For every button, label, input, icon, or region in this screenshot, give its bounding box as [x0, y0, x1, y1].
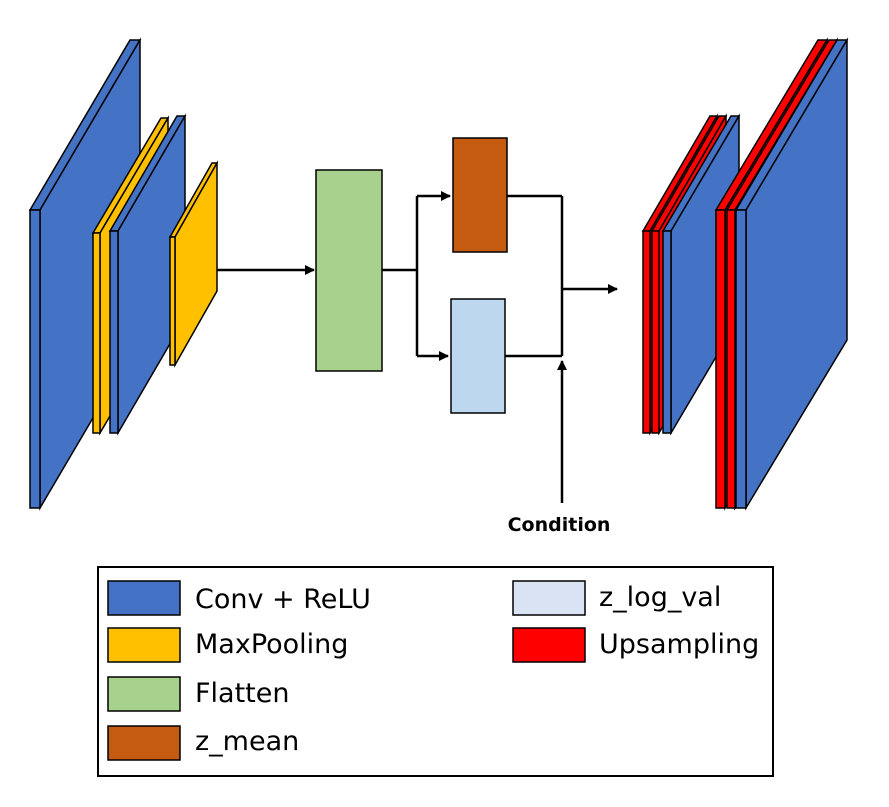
legend-swatch-conv: [107, 580, 181, 616]
legend-item-conv: Conv + ReLU: [107, 580, 371, 616]
legend-swatch-maxpool: [107, 627, 181, 663]
legend: Conv + ReLU MaxPooling Flatten z_mean z_…: [97, 566, 774, 777]
legend-item-zlog: z_log_val: [512, 580, 721, 616]
legend-item-flatten: Flatten: [107, 676, 289, 712]
legend-label-zmean: z_mean: [195, 726, 299, 757]
encoder-maxpool-layer-2: [168, 160, 219, 368]
legend-swatch-upsampling: [512, 627, 586, 663]
decoder: [641, 37, 849, 511]
z-mean-block: [452, 137, 508, 253]
legend-swatch-zlog: [512, 580, 586, 616]
legend-item-upsampling: Upsampling: [512, 627, 759, 663]
decoder-conv-layer-2: [734, 37, 849, 511]
encoder: [28, 37, 219, 511]
encoder-conv-layer-1: [28, 37, 142, 511]
legend-item-zmean: z_mean: [107, 725, 299, 761]
branch-connectors: [382, 191, 451, 361]
legend-label-upsampling: Upsampling: [599, 629, 759, 660]
legend-label-conv: Conv + ReLU: [195, 584, 371, 615]
legend-frame: [97, 566, 774, 777]
z-log-val-block: [450, 298, 506, 414]
condition-label: Condition: [508, 514, 611, 536]
legend-label-zlog: z_log_val: [599, 582, 721, 613]
encoder-conv-layer-2: [108, 113, 187, 436]
flatten-block: [315, 169, 383, 372]
legend-item-maxpool: MaxPooling: [107, 627, 348, 663]
merge-connectors: [505, 194, 618, 358]
legend-swatch-zmean: [107, 725, 181, 761]
legend-label-flatten: Flatten: [195, 678, 289, 709]
legend-swatch-flatten: [107, 676, 181, 712]
legend-label-maxpool: MaxPooling: [195, 629, 348, 660]
